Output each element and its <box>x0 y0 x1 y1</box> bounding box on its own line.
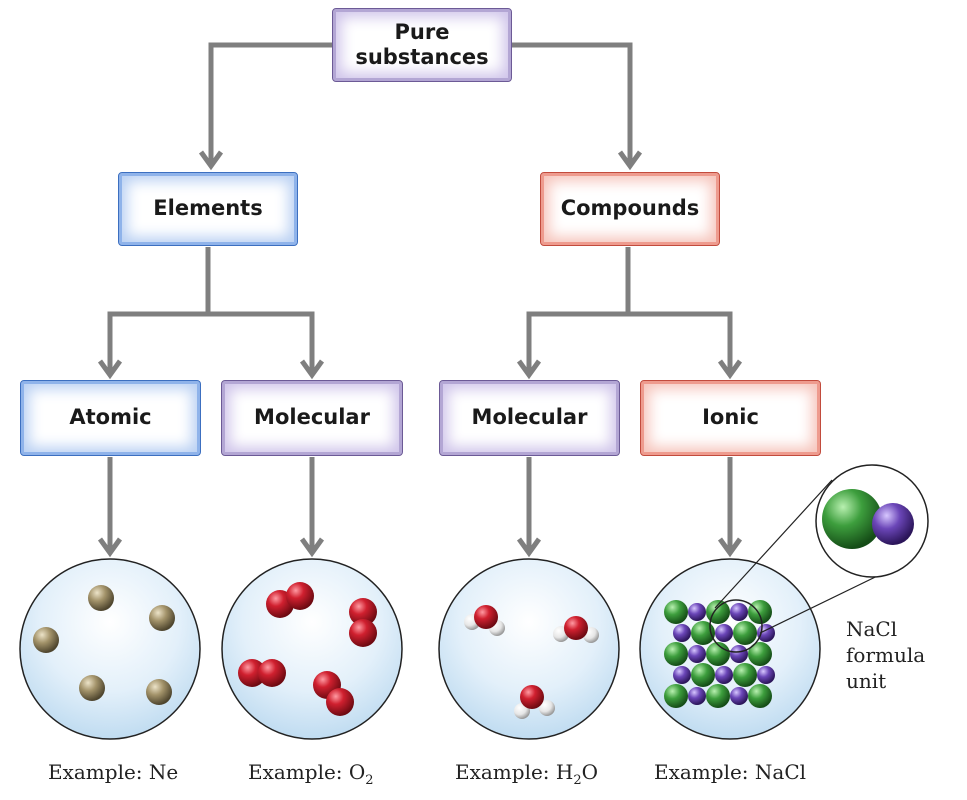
sodium-ion <box>730 687 748 705</box>
pure-substances-box: Pure substances <box>332 8 512 82</box>
arrowhead-compounds <box>617 150 643 171</box>
atomic-box: Atomic <box>20 380 201 456</box>
water-molecules <box>464 605 599 719</box>
sodium-ion <box>757 666 775 684</box>
chlorine-ion <box>822 489 882 549</box>
oxygen-molecules <box>238 582 377 716</box>
example-water-text: Example: H <box>455 760 574 784</box>
chlorine-ion <box>691 621 715 645</box>
sodium-ion <box>688 687 706 705</box>
neon-atom <box>88 585 114 611</box>
arrowhead-molecular-compound <box>516 359 542 380</box>
chlorine-ion <box>748 684 772 708</box>
nacl-note-line3: unit <box>846 669 887 693</box>
sodium-ion <box>715 624 733 642</box>
connector-compounds-split <box>526 311 733 374</box>
molecular-compound-label: Molecular <box>471 405 588 430</box>
sodium-ion <box>688 645 706 663</box>
zoom-line-top <box>714 479 833 609</box>
chlorine-ion <box>733 663 757 687</box>
molecular-compound-box: Molecular <box>439 380 620 456</box>
oxygen-sample-sphere <box>221 558 403 740</box>
chlorine-ion <box>748 642 772 666</box>
chlorine-ion <box>733 621 757 645</box>
example-oxygen-caption: Example: O2 <box>248 760 374 788</box>
neon-atom <box>149 605 175 631</box>
arrowhead-molecular-element-sphere <box>299 537 325 558</box>
neon-atom <box>146 679 172 705</box>
sodium-ion <box>730 645 748 663</box>
arrowhead-atomic-sphere <box>97 537 123 558</box>
arrowhead-ionic <box>717 359 743 380</box>
chlorine-ion <box>706 600 730 624</box>
example-nacl-caption: Example: NaCl <box>654 760 807 784</box>
neon-atom <box>79 675 105 701</box>
o2-molecule <box>238 659 286 687</box>
sodium-ion <box>715 666 733 684</box>
example-oxygen-text: Example: O <box>248 760 366 784</box>
arrowhead-elements <box>198 150 224 171</box>
compounds-label: Compounds <box>560 196 700 221</box>
sodium-ion <box>673 624 691 642</box>
example-water-suffix: O <box>581 760 599 784</box>
example-water-caption: Example: H2O <box>455 760 598 788</box>
sodium-ion <box>688 603 706 621</box>
h2o-molecule <box>464 605 505 636</box>
o2-molecule <box>349 598 377 647</box>
arrowhead-atomic <box>97 359 123 380</box>
compounds-box: Compounds <box>540 172 720 246</box>
nacl-note-line1: NaCl <box>846 617 898 641</box>
arrowhead-molecular-compound-sphere <box>516 537 542 558</box>
chlorine-ion <box>691 663 715 687</box>
sodium-ion <box>872 503 914 545</box>
h2o-molecule <box>553 616 599 643</box>
ionic-box: Ionic <box>640 380 821 456</box>
sodium-ion <box>730 603 748 621</box>
molecular-element-box: Molecular <box>221 380 403 456</box>
pure-substances-line1: Pure <box>394 19 450 44</box>
formula-unit-highlight <box>709 599 763 653</box>
h2o-molecule <box>514 685 555 719</box>
chlorine-ion <box>664 642 688 666</box>
arrowhead-ionic-sphere <box>717 537 743 558</box>
chlorine-ion <box>748 600 772 624</box>
water-sample-sphere <box>438 558 620 740</box>
o2-molecule <box>266 582 314 618</box>
chlorine-ion <box>706 684 730 708</box>
nacl-crystal-lattice <box>664 600 775 708</box>
ionic-label: Ionic <box>702 405 759 430</box>
chlorine-ion <box>706 642 730 666</box>
connector-root-elements <box>208 42 332 165</box>
pure-substances-line2: substances <box>355 45 489 69</box>
nacl-formula-unit-label: NaCl formula unit <box>846 616 925 694</box>
atomic-label: Atomic <box>69 405 152 430</box>
nacl-note-line2: formula <box>846 643 926 667</box>
neon-atom <box>33 627 59 653</box>
sodium-ion <box>673 666 691 684</box>
example-water-subscript: 2 <box>573 773 582 788</box>
elements-label: Elements <box>153 196 263 221</box>
neon-atoms <box>33 585 175 705</box>
connector-elements-split <box>107 311 315 374</box>
example-oxygen-subscript: 2 <box>365 773 374 788</box>
molecular-element-label: Molecular <box>254 405 370 430</box>
elements-box: Elements <box>118 172 298 246</box>
o2-molecule <box>313 671 354 716</box>
chlorine-ion <box>664 684 688 708</box>
chlorine-ion <box>664 600 688 624</box>
connector-root-compounds <box>512 42 633 165</box>
arrowhead-molecular-element <box>299 359 325 380</box>
example-neon-caption: Example: Ne <box>48 760 179 784</box>
